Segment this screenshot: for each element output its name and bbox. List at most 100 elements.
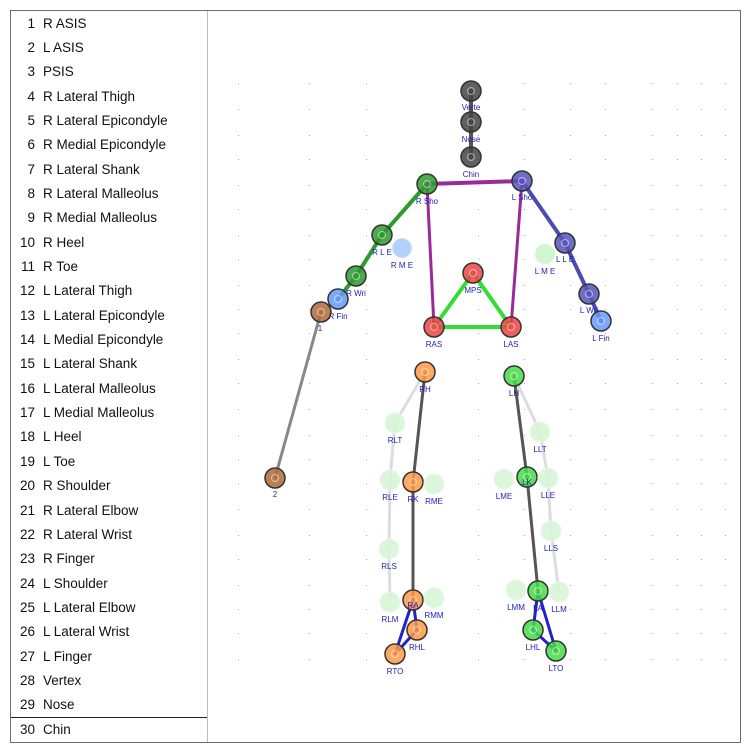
grid-dot [677,435,678,436]
marker-point[interactable] [402,589,424,611]
marker-point[interactable] [384,412,406,434]
grid-dot [366,83,367,84]
marker-point[interactable] [371,224,393,246]
marker-number: 4 [27,88,35,104]
grid-dot [366,459,367,460]
marker-point[interactable] [423,587,445,609]
marker-label: R Lateral Shank [43,161,140,177]
marker-point[interactable] [414,361,436,383]
marker-point[interactable] [554,232,576,254]
marker-label: R M E [391,261,413,270]
marker-point[interactable] [503,365,525,387]
marker-point[interactable] [460,146,482,168]
marker-point[interactable] [500,316,522,338]
marker-point[interactable] [590,310,612,332]
marker-point[interactable] [406,619,428,641]
marker-point[interactable] [534,243,556,265]
grid-dot [309,83,310,84]
marker-point[interactable] [529,421,551,443]
grid-dot [652,285,653,286]
marker-number: 1 [27,15,35,31]
grid-dot [478,483,479,484]
marker-point[interactable] [460,80,482,102]
grid-dot [524,383,525,384]
marker-point[interactable] [310,301,332,323]
marker-point[interactable] [416,173,438,195]
marker-point[interactable] [391,237,413,259]
marker-number: 24 [19,575,35,591]
marker-point[interactable] [402,471,424,493]
grid-dot [570,83,571,84]
marker-point[interactable] [462,262,484,284]
marker-point[interactable] [537,467,559,489]
marker-point[interactable] [384,643,406,665]
grid-dot [701,535,702,536]
marker-point[interactable] [522,619,544,641]
marker-point[interactable] [264,467,286,489]
marker-point[interactable] [379,469,401,491]
marker-point[interactable] [423,473,445,495]
marker-point[interactable] [423,316,445,338]
marker-point[interactable] [460,111,482,133]
marker-point[interactable] [345,265,367,287]
grid-dot [677,135,678,136]
marker-point[interactable] [516,466,538,488]
grid-dot [570,509,571,510]
grid-dot [478,535,479,536]
marker-label: R L E [372,248,392,257]
grid-dot [605,309,606,310]
marker-point[interactable] [548,581,570,603]
marker-point[interactable] [578,283,600,305]
marker-point[interactable] [540,520,562,542]
grid-dot [677,659,678,660]
marker-point[interactable] [379,591,401,613]
marker-label: LLS [544,544,558,553]
marker-point[interactable] [378,538,400,560]
marker-point[interactable] [545,640,567,662]
grid-dot [309,509,310,510]
grid-dot [366,333,367,334]
marker-point[interactable] [505,579,527,601]
grid-dot [701,483,702,484]
marker-point[interactable] [493,468,515,490]
marker-point-center [561,239,569,247]
marker-label: RME [425,497,443,506]
marker-point[interactable] [327,288,349,310]
marker-point[interactable] [511,170,533,192]
marker-point[interactable] [527,580,549,602]
